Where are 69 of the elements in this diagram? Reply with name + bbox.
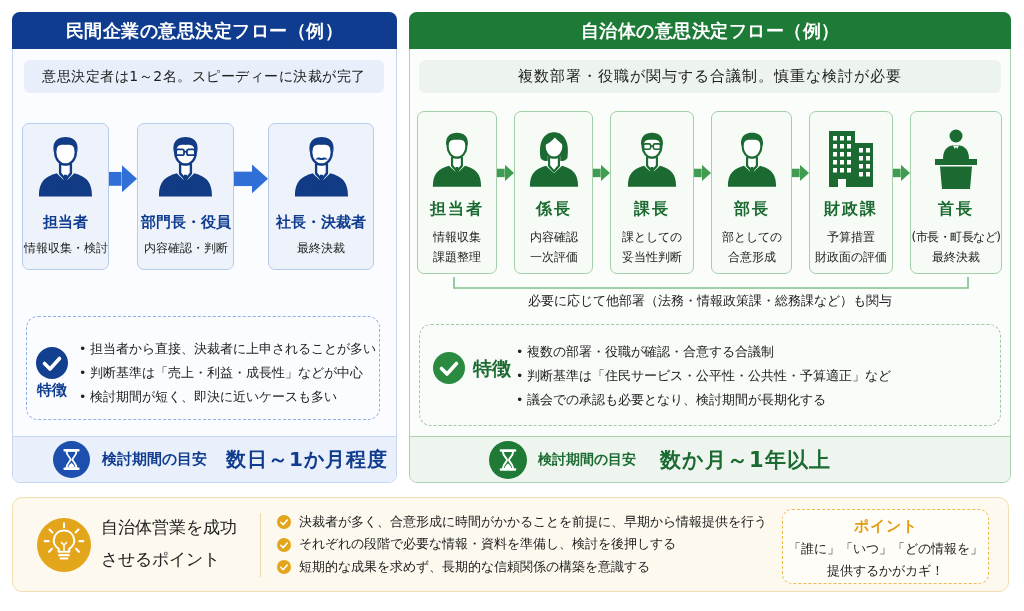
arrow bbox=[694, 164, 711, 182]
role-title: 課長 bbox=[634, 199, 670, 219]
tip-text: 短期的な成果を求めず、長期的な信頼関係の構築を意識する bbox=[299, 558, 650, 576]
arrow bbox=[893, 164, 910, 182]
role-title: 部門長・役員 bbox=[140, 212, 231, 232]
point-box bbox=[782, 509, 989, 584]
role-title: 部長 bbox=[733, 199, 770, 219]
role-card bbox=[711, 111, 792, 274]
feature-heading: 特徴 bbox=[35, 381, 68, 400]
feature-box bbox=[419, 324, 1001, 426]
summary-banner: 意思決定者は1～2名。スピーディーに決裁が完了 bbox=[24, 60, 384, 93]
duration-label: 検討期間の目安 bbox=[102, 450, 207, 469]
feature-box bbox=[26, 316, 380, 420]
role-description: 課としての妥当性判断 bbox=[621, 229, 683, 266]
panel-title: 民間企業の意思決定フロー（例） bbox=[12, 12, 397, 49]
role-description: 最終決裁 bbox=[297, 240, 345, 256]
role-description: 財政面の評価 bbox=[815, 249, 887, 266]
duration-label: 検討期間の目安 bbox=[538, 450, 636, 469]
role-card bbox=[610, 111, 694, 274]
tips-panel bbox=[12, 497, 1009, 592]
tip-text: 決裁者が多く、合意形成に時間がかかることを前提に、早期から情報提供を行う bbox=[299, 513, 767, 531]
role-card bbox=[809, 111, 893, 274]
role-description: (市長・町長など) bbox=[911, 229, 1001, 246]
note-text: 必要に応じて他部署（法務・情報政策課・総務課など）も関与 bbox=[528, 293, 892, 308]
role-card bbox=[22, 123, 109, 270]
role-card bbox=[268, 123, 374, 270]
role-title: 係長 bbox=[535, 199, 572, 219]
feature-heading: 特徴 bbox=[473, 356, 511, 381]
panel bbox=[409, 12, 1011, 483]
role-description: 最終決裁 bbox=[932, 249, 980, 266]
panel bbox=[12, 12, 397, 483]
arrow bbox=[497, 164, 514, 182]
panel-title: 自治体の意思決定フロー（例） bbox=[409, 12, 1011, 49]
duration-bar bbox=[13, 436, 396, 482]
role-card bbox=[417, 111, 497, 274]
duration-value: 数か月～1年以上 bbox=[660, 446, 831, 474]
role-description: 内容確認 bbox=[529, 229, 578, 246]
role-description: 情報収集 bbox=[433, 229, 481, 246]
arrow bbox=[234, 164, 268, 194]
role-title: 首長 bbox=[938, 199, 974, 219]
feature-item: • 議会での承認も必要となり、検討期間が長期化する bbox=[516, 391, 827, 409]
arrow bbox=[109, 165, 137, 193]
feature-item: • 判断基準は「売上・利益・成長性」などが中心 bbox=[79, 364, 364, 382]
duration-value: 数日～1か月程度 bbox=[226, 446, 388, 473]
role-card bbox=[514, 111, 593, 274]
arrow bbox=[792, 164, 809, 182]
role-description: 内容確認・判断 bbox=[143, 240, 228, 256]
role-title: 社長・決裁者 bbox=[276, 212, 366, 232]
point-text: 「誰に」「いつ」「どの情報を」提供するかがカギ！ bbox=[787, 540, 984, 580]
role-title: 担当者 bbox=[43, 212, 88, 232]
role-description: 課題整理 bbox=[433, 249, 481, 266]
summary-banner: 複数部署・役職が関与する合議制。慎重な検討が必要 bbox=[419, 60, 1001, 93]
feature-item: • 担当者から直接、決裁者に上申されることが多い bbox=[79, 340, 377, 358]
feature-item: • 検討期間が短く、即決に近いケースも多い bbox=[79, 388, 338, 406]
duration-bar bbox=[410, 436, 1010, 482]
role-description: 予算措置 bbox=[827, 229, 875, 246]
role-title: 担当者 bbox=[430, 199, 484, 219]
role-card bbox=[910, 111, 1002, 274]
role-card bbox=[137, 123, 234, 270]
role-description: 情報収集・検討 bbox=[23, 240, 108, 256]
tips-heading: 自治体営業を成功させるポイント bbox=[101, 516, 238, 571]
tip-text: それぞれの段階で必要な情報・資料を準備し、検討を後押しする bbox=[299, 536, 676, 554]
feature-item: • 複数の部署・役職が確認・合意する合議制 bbox=[516, 343, 775, 361]
role-description: 部としての合意形成 bbox=[721, 229, 782, 266]
point-heading: ポイント bbox=[853, 517, 918, 535]
arrow bbox=[593, 164, 610, 182]
feature-item: • 判断基準は「住民サービス・公平性・公共性・予算適正」など bbox=[516, 367, 892, 385]
role-description: 一次評価 bbox=[529, 249, 578, 266]
role-title: 財政課 bbox=[824, 199, 878, 219]
